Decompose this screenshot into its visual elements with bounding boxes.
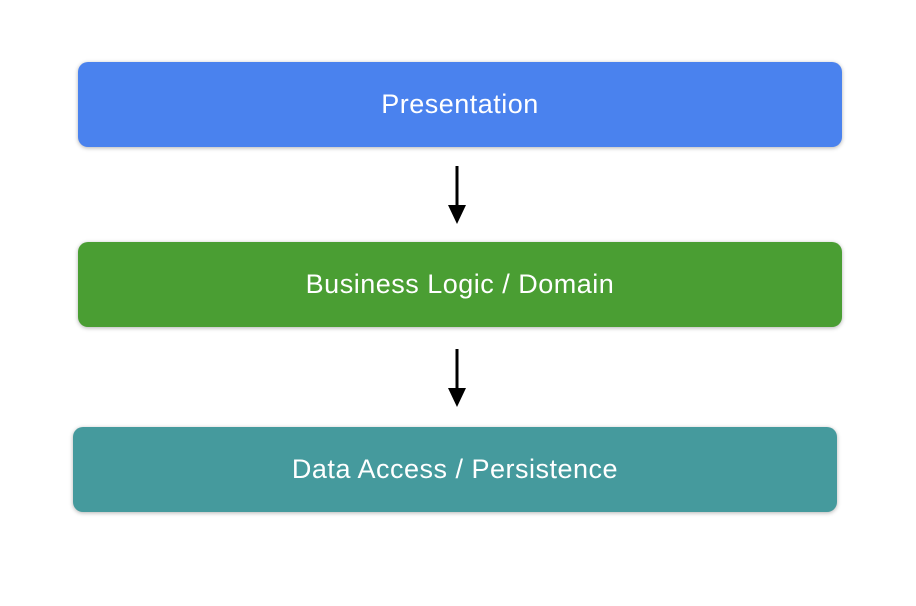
layer-box-business-logic: Business Logic / Domain (78, 242, 842, 327)
layer-box-presentation: Presentation (78, 62, 842, 147)
layer-label-data-access: Data Access / Persistence (291, 454, 619, 484)
arrow-down-icon (448, 166, 466, 224)
arrow-down-icon (448, 349, 466, 407)
layer-box-data-access: Data Access / Persistence (73, 427, 837, 512)
layer-label-business-logic: Business Logic / Domain (305, 269, 615, 299)
layer-label-presentation: Presentation (381, 89, 539, 119)
